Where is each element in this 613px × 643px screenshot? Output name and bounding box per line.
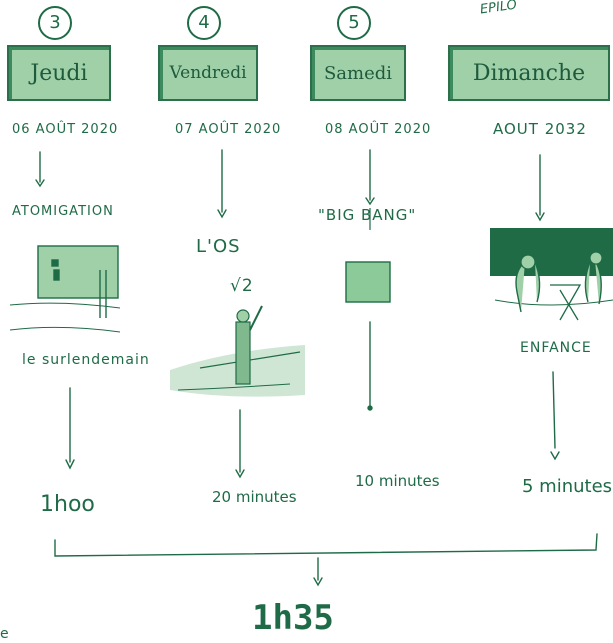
arrow-head-icon — [313, 577, 323, 587]
day-label: Jeudi — [30, 60, 88, 86]
day-box-jeudi: Jeudi — [7, 45, 111, 101]
step-number-5: 5 — [337, 6, 371, 40]
step-number-3: 3 — [38, 6, 72, 40]
arrow-head-icon — [217, 209, 227, 219]
caption-los: L'OS — [196, 236, 241, 257]
figure-illustration — [170, 305, 305, 397]
duration-1hoo: 1hoo — [40, 492, 95, 517]
connector-line — [552, 371, 556, 449]
duration-5-minutes: 5 minutes — [522, 476, 613, 497]
arrow-head-icon — [365, 197, 375, 206]
formula-sqrt2: √2 — [230, 276, 254, 296]
total-bracket — [54, 533, 598, 557]
date-samedi: 08 AOÛT 2020 — [325, 122, 432, 137]
duration-20-minutes: 20 minutes — [212, 488, 297, 506]
caption-surlendemain: le surlendemain — [22, 352, 150, 368]
total-duration: 1h35 — [252, 598, 334, 638]
date-dimanche: AOUT 2032 — [493, 120, 587, 138]
caption-big-bang: "BIG BANG" — [318, 206, 417, 224]
day-box-samedi: Samedi — [310, 45, 406, 101]
duration-10-minutes: 10 minutes — [355, 472, 440, 490]
date-vendredi: 07 AOÛT 2020 — [175, 122, 282, 137]
corner-mark: e — [0, 626, 9, 642]
board-illustration — [9, 245, 121, 333]
caption-atomigation: ATOMIGATION — [12, 204, 114, 219]
step-number-4: 4 — [187, 6, 221, 40]
arrow-head-icon — [535, 212, 545, 222]
arrow-head-icon — [35, 179, 45, 188]
day-box-vendredi: Vendredi — [158, 45, 258, 101]
caption-enfance: ENFANCE — [520, 340, 592, 356]
day-label: Samedi — [323, 62, 393, 84]
childhood-illustration — [490, 228, 613, 321]
day-box-dimanche: Dimanche — [448, 45, 610, 101]
big-bang-square — [345, 261, 391, 303]
arrow-head-icon — [65, 459, 75, 470]
arrow-head-icon — [550, 451, 560, 461]
arrow-head-icon — [235, 469, 245, 479]
day-label: Dimanche — [472, 60, 586, 86]
date-jeudi: 06 AOÛT 2020 — [12, 122, 119, 137]
day-label: Vendredi — [169, 63, 247, 83]
